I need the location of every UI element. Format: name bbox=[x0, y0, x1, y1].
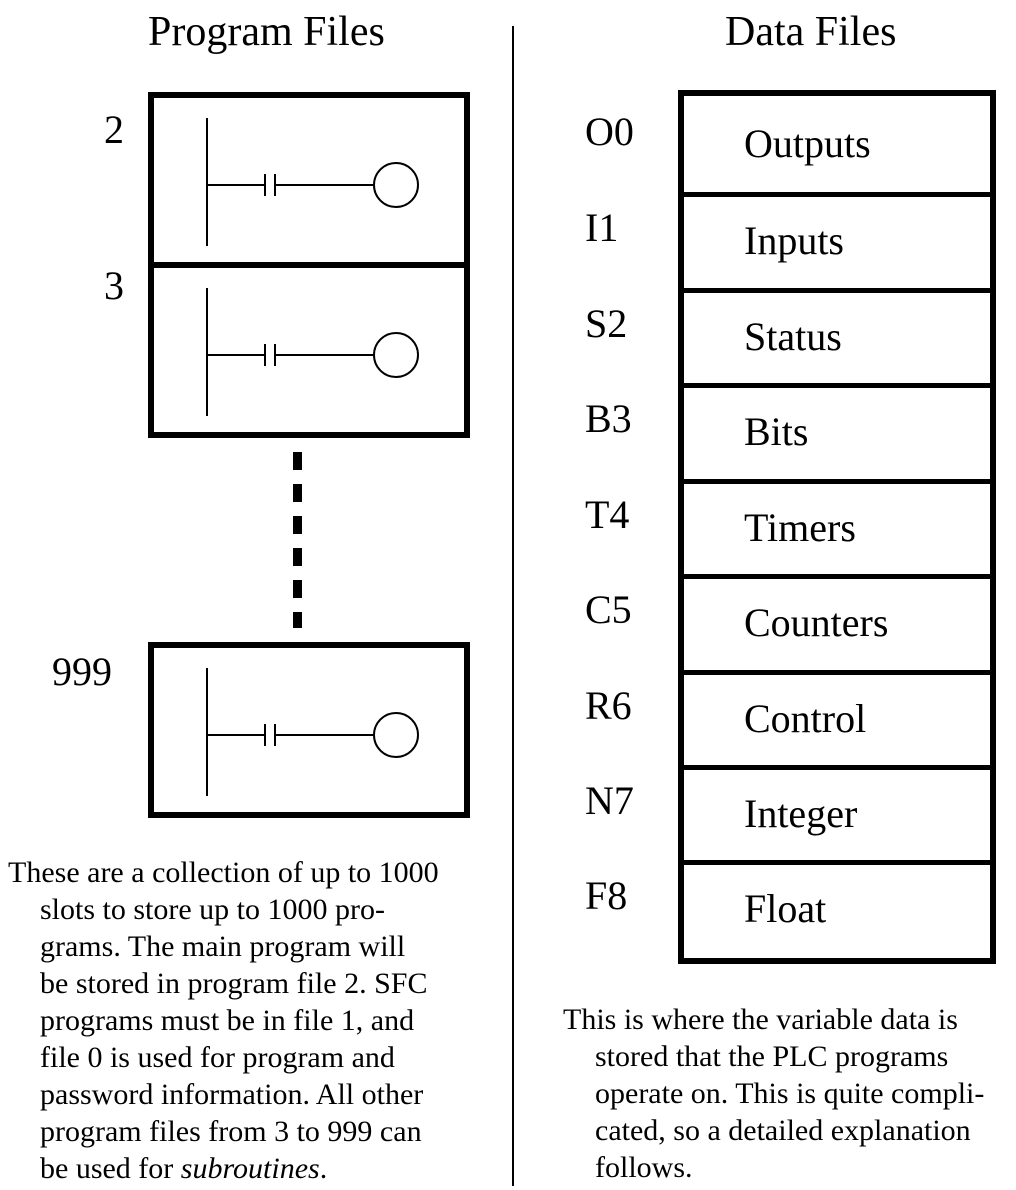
data-file-name: Status bbox=[744, 314, 842, 359]
continuation-dash bbox=[293, 548, 302, 566]
data-files-description: This is where the variable data is store… bbox=[563, 1001, 984, 1186]
data-file-code: I1 bbox=[585, 205, 619, 250]
description-line: cated, so a detailed explanation bbox=[595, 1114, 971, 1147]
data-file-code: R6 bbox=[585, 683, 632, 728]
data-file-row: Outputs bbox=[684, 96, 990, 192]
continuation-dash bbox=[293, 580, 302, 598]
column-divider bbox=[512, 26, 514, 1186]
data-file-code: B3 bbox=[585, 396, 632, 441]
description-line: slots to store up to 1000 pro- bbox=[40, 893, 385, 926]
data-file-row: Bits bbox=[684, 383, 990, 479]
continuation-dash bbox=[293, 452, 302, 470]
continuation-dash bbox=[293, 516, 302, 534]
data-file-row: Timers bbox=[684, 479, 990, 575]
data-file-code: O0 bbox=[585, 109, 634, 154]
ladder-rung-icon bbox=[206, 118, 419, 246]
data-file-name: Inputs bbox=[744, 218, 844, 263]
description-text: . bbox=[319, 1152, 328, 1185]
data-file-name: Float bbox=[744, 886, 827, 931]
data-file-name: Bits bbox=[744, 409, 809, 454]
data-file-code: N7 bbox=[585, 778, 634, 823]
data-file-row: Control bbox=[684, 670, 990, 766]
data-files-title: Data Files bbox=[725, 9, 897, 55]
description-line: be used for subroutines. bbox=[8, 1150, 439, 1187]
continuation-dash bbox=[293, 612, 302, 628]
description-line: operate on. This is quite compli- bbox=[595, 1077, 985, 1110]
program-files-description: These are a collection of up to 1000 slo… bbox=[8, 854, 439, 1187]
continuation-dash bbox=[293, 484, 302, 502]
program-file-number: 3 bbox=[104, 263, 124, 308]
description-line: file 0 is used for program and bbox=[40, 1041, 395, 1074]
program-file-box bbox=[148, 262, 470, 438]
data-file-name: Counters bbox=[744, 600, 889, 645]
description-line: programs must be in file 1, and bbox=[40, 1004, 415, 1037]
data-file-name: Timers bbox=[744, 505, 856, 550]
data-file-row: Counters bbox=[684, 574, 990, 670]
description-line: program files from 3 to 999 can bbox=[40, 1115, 422, 1148]
data-files-table: Outputs Inputs Status Bits Timers Counte… bbox=[678, 90, 996, 964]
description-line: These are a collection of up to 1000 bbox=[8, 856, 439, 889]
ladder-rung-icon bbox=[206, 288, 419, 416]
program-files-title: Program Files bbox=[148, 9, 385, 55]
data-file-code: S2 bbox=[585, 301, 628, 346]
program-file-box bbox=[148, 642, 470, 818]
description-text: be used for bbox=[40, 1152, 181, 1185]
data-file-code: C5 bbox=[585, 587, 632, 632]
data-file-code: T4 bbox=[585, 492, 630, 537]
description-line: be stored in program file 2. SFC bbox=[40, 967, 428, 1000]
description-line: stored that the PLC programs bbox=[595, 1040, 949, 1073]
program-file-box bbox=[148, 92, 470, 268]
program-file-number: 2 bbox=[104, 107, 124, 152]
program-file-number: 999 bbox=[52, 649, 112, 694]
data-file-row: Status bbox=[684, 288, 990, 384]
data-file-code: F8 bbox=[585, 873, 628, 918]
data-file-row: Integer bbox=[684, 765, 990, 861]
description-line: grams. The main program will bbox=[40, 930, 406, 963]
description-line: This is where the variable data is bbox=[563, 1003, 958, 1036]
data-file-name: Control bbox=[744, 696, 867, 741]
data-file-name: Outputs bbox=[744, 121, 871, 166]
description-line: password information. All other bbox=[40, 1078, 424, 1111]
data-file-name: Integer bbox=[744, 791, 858, 836]
ladder-rung-icon bbox=[206, 668, 419, 796]
data-file-row: Inputs bbox=[684, 192, 990, 288]
description-line: follows. bbox=[595, 1151, 693, 1184]
data-file-row: Float bbox=[684, 860, 990, 958]
subroutines-emphasis: subroutines bbox=[180, 1152, 320, 1185]
